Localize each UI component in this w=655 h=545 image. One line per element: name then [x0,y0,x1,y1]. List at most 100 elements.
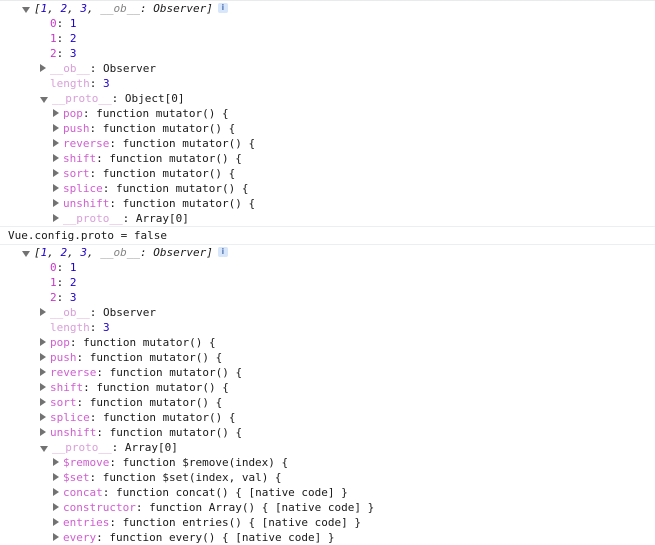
disclosure-triangle-closed-icon[interactable] [40,308,46,316]
disclosure-triangle-closed-icon[interactable] [53,533,59,541]
disclosure-triangle-closed-icon[interactable] [40,338,46,346]
disclosure-triangle-open-icon[interactable] [22,7,30,13]
property-value: Observer [103,306,156,319]
property-row[interactable]: shift: function mutator() { [0,151,655,166]
property-row[interactable]: every: function every() { [native code] … [0,530,655,545]
preview-item-0: 1 [40,246,48,259]
property-colon: : [89,321,103,334]
property-colon: : [111,441,125,454]
property-row[interactable]: concat: function concat() { [native code… [0,485,655,500]
disclosure-triangle-closed-icon[interactable] [53,139,59,147]
property-row[interactable]: $remove: function $remove(index) { [0,455,655,470]
property-value: function mutator() { [89,351,223,364]
property-colon: : [56,17,70,30]
property-colon: : [89,306,103,319]
property-row: 0: 1 [0,260,655,275]
property-colon: : [89,471,103,484]
property-row[interactable]: push: function mutator() { [0,121,655,136]
property-value: 2 [69,32,77,45]
disclosure-triangle-closed-icon[interactable] [40,428,46,436]
property-row[interactable]: __proto__: Array[0] [0,440,655,455]
property-key: entries [63,516,110,529]
disclosure-triangle-closed-icon[interactable] [53,184,59,192]
property-colon: : [109,456,123,469]
property-value: Object[0] [124,92,185,105]
property-key: __proto__ [63,212,123,225]
property-row[interactable]: __proto__: Array[0] [0,211,655,226]
property-row[interactable]: pop: function mutator() { [0,106,655,121]
property-row[interactable]: __ob__: Observer [0,61,655,76]
disclosure-triangle-closed-icon[interactable] [40,64,46,72]
property-value: function mutator() { [116,182,249,195]
property-value: 3 [69,291,77,304]
disclosure-triangle-closed-icon[interactable] [53,473,59,481]
disclosure-triangle-open-icon[interactable] [40,446,48,452]
preview-sep-2: , [87,246,101,259]
disclosure-triangle-closed-icon[interactable] [53,458,59,466]
property-value: 3 [103,77,110,90]
property-row[interactable]: entries: function entries() { [native co… [0,515,655,530]
array-preview-header-1[interactable]: [1, 2, 3, __ob__: Observer]i [0,1,655,16]
property-row[interactable]: sort: function mutator() { [0,166,655,181]
array-preview-header-2[interactable]: [1, 2, 3, __ob__: Observer] i [0,245,655,260]
property-row[interactable]: sort: function mutator() { [0,395,655,410]
property-row[interactable]: push: function mutator() { [0,350,655,365]
property-row[interactable]: unshift: function mutator() { [0,425,655,440]
property-row[interactable]: __proto__: Object[0] [0,91,655,106]
property-key: reverse [63,137,110,150]
property-value: 3 [69,47,77,60]
property-row[interactable]: shift: function mutator() { [0,380,655,395]
property-row[interactable]: reverse: function mutator() { [0,136,655,151]
preview-sep-1: , [67,2,81,15]
preview-item-2: 3 [80,2,87,15]
disclosure-triangle-closed-icon[interactable] [53,518,59,526]
property-key: 1 [50,276,57,289]
property-value: function mutator() { [83,336,216,349]
property-key: splice [50,411,90,424]
disclosure-triangle-closed-icon[interactable] [40,368,46,376]
property-colon: : [96,152,110,165]
property-key: concat [63,486,103,499]
property-row[interactable]: pop: function mutator() { [0,335,655,350]
preview-item-2: 3 [80,246,87,259]
disclosure-triangle-closed-icon[interactable] [40,398,46,406]
preview-observer-value: Observer [153,246,207,259]
property-key: push [63,122,90,135]
property-colon: : [69,336,84,349]
array-preview-text-2: [1, 2, 3, __ob__: Observer] [34,246,213,259]
disclosure-triangle-closed-icon[interactable] [53,124,59,132]
disclosure-triangle-closed-icon[interactable] [53,214,59,222]
property-key: 2 [50,47,57,60]
disclosure-triangle-closed-icon[interactable] [53,503,59,511]
property-colon: : [82,107,97,120]
disclosure-triangle-closed-icon[interactable] [40,413,46,421]
property-row[interactable]: __ob__: Observer [0,305,655,320]
property-colon: : [111,92,125,105]
preview-colon: : [140,246,154,259]
disclosure-triangle-closed-icon[interactable] [53,109,59,117]
property-row[interactable]: reverse: function mutator() { [0,365,655,380]
property-key: shift [63,152,97,165]
disclosure-triangle-open-icon[interactable] [40,97,48,103]
property-key: __proto__ [52,441,112,454]
property-row[interactable]: splice: function mutator() { [0,410,655,425]
preview-sep-0: , [47,2,61,15]
disclosure-triangle-closed-icon[interactable] [53,199,59,207]
property-value: function mutator() { [96,107,229,120]
property-colon: : [109,197,123,210]
disclosure-triangle-closed-icon[interactable] [53,488,59,496]
disclosure-triangle-closed-icon[interactable] [53,154,59,162]
property-colon: : [89,77,103,90]
disclosure-triangle-open-icon[interactable] [22,251,30,257]
info-icon[interactable]: i [217,247,228,257]
property-row[interactable]: $set: function $set(index, val) { [0,470,655,485]
disclosure-triangle-closed-icon[interactable] [53,169,59,177]
disclosure-triangle-closed-icon[interactable] [40,383,46,391]
property-row[interactable]: unshift: function mutator() { [0,196,655,211]
info-icon[interactable]: i [217,3,228,13]
property-row[interactable]: splice: function mutator() { [0,181,655,196]
property-value: function mutator() { [109,426,243,439]
disclosure-triangle-closed-icon[interactable] [40,353,46,361]
property-colon: : [56,291,70,304]
